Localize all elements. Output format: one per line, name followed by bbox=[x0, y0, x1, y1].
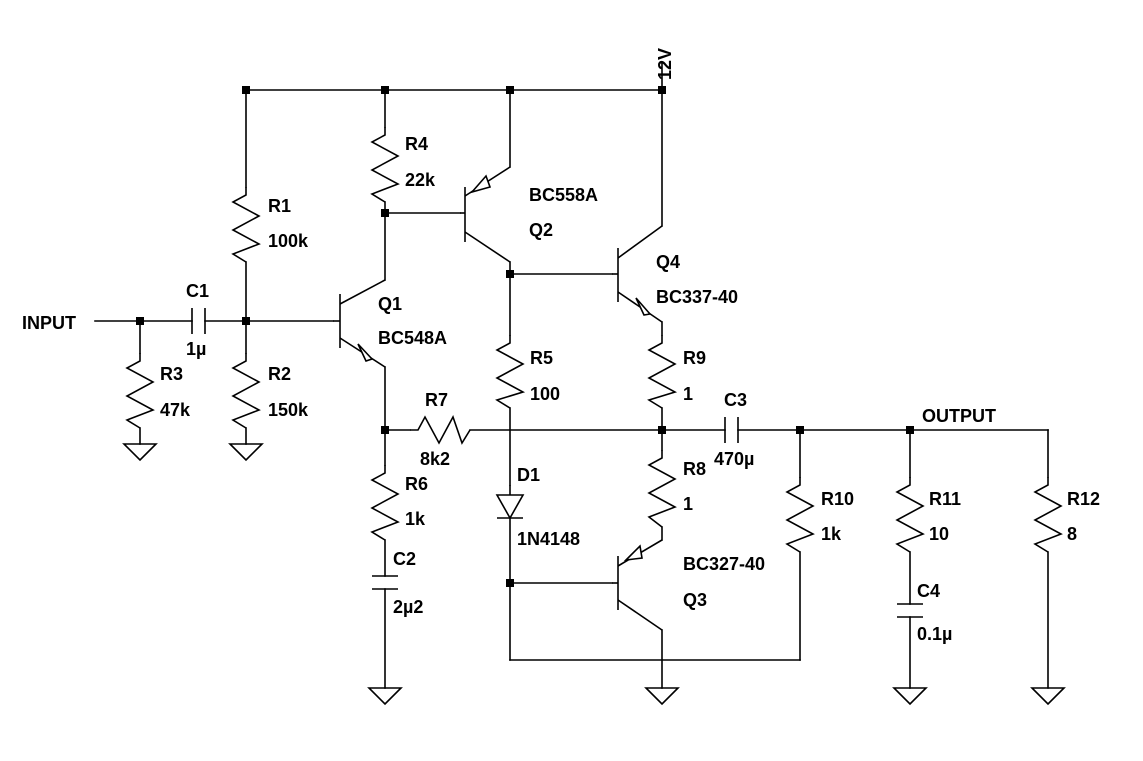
resistor-r4 bbox=[370, 127, 400, 203]
ground-symbols bbox=[122, 443, 1066, 706]
r9-ref: R9 bbox=[683, 348, 706, 368]
ground-r3 bbox=[122, 443, 158, 462]
capacitor-c3 bbox=[724, 417, 739, 443]
r4-ref: R4 bbox=[405, 134, 428, 154]
c2-ref: C2 bbox=[393, 549, 416, 569]
c3-value: 470µ bbox=[714, 449, 754, 469]
resistor-r10 bbox=[785, 477, 815, 553]
q3-value: BC327-40 bbox=[683, 554, 765, 574]
d1-ref: D1 bbox=[517, 465, 540, 485]
q2-value: BC558A bbox=[529, 185, 598, 205]
r8-ref: R8 bbox=[683, 459, 706, 479]
q4-value: BC337-40 bbox=[656, 287, 738, 307]
r9-value: 1 bbox=[683, 384, 693, 404]
r11-value: 10 bbox=[929, 524, 949, 544]
transistor-q3 bbox=[612, 539, 663, 631]
r3-value: 47k bbox=[160, 400, 191, 420]
r12-value: 8 bbox=[1067, 524, 1077, 544]
input-net-label: INPUT bbox=[22, 313, 76, 333]
r10-ref: R10 bbox=[821, 489, 854, 509]
transistor-q2 bbox=[460, 166, 511, 263]
q2-ref: Q2 bbox=[529, 220, 553, 240]
diode-d1 bbox=[495, 485, 525, 520]
resistor-r7 bbox=[410, 415, 471, 445]
resistor-r5 bbox=[495, 335, 526, 409]
r2-value: 150k bbox=[268, 400, 309, 420]
resistor-r12 bbox=[1033, 477, 1063, 553]
ground-q3 bbox=[644, 687, 680, 706]
junction-dots bbox=[136, 86, 914, 587]
r6-value: 1k bbox=[405, 509, 426, 529]
r10-value: 1k bbox=[821, 524, 842, 544]
supply-net-label: 12V bbox=[655, 48, 675, 80]
r5-value: 100 bbox=[530, 384, 560, 404]
c1-ref: C1 bbox=[186, 281, 209, 301]
ground-c2 bbox=[367, 687, 403, 706]
ground-r12 bbox=[1030, 687, 1066, 706]
resistor-r1 bbox=[231, 187, 261, 263]
capacitor-c2 bbox=[372, 575, 398, 590]
r1-ref: R1 bbox=[268, 196, 291, 216]
transistor-q1 bbox=[333, 279, 386, 368]
wires bbox=[94, 61, 1049, 689]
c1-value: 1µ bbox=[186, 339, 206, 359]
q1-value: BC548A bbox=[378, 328, 447, 348]
r11-ref: R11 bbox=[929, 489, 961, 509]
resistor-r6 bbox=[370, 465, 400, 541]
q1-ref: Q1 bbox=[378, 294, 402, 314]
labels: INPUT OUTPUT 12V R1 100k R2 150k R3 47k … bbox=[22, 48, 1100, 644]
ground-r2 bbox=[228, 443, 264, 462]
r3-ref: R3 bbox=[160, 364, 183, 384]
r2-ref: R2 bbox=[268, 364, 291, 384]
c3-ref: C3 bbox=[724, 390, 747, 410]
resistor-r2 bbox=[231, 353, 261, 429]
transistor-q4 bbox=[612, 225, 663, 323]
r4-value: 22k bbox=[405, 170, 436, 190]
d1-value: 1N4148 bbox=[517, 529, 580, 549]
r1-value: 100k bbox=[268, 231, 309, 251]
r12-ref: R12 bbox=[1067, 489, 1100, 509]
r8-value: 1 bbox=[683, 494, 693, 514]
r6-ref: R6 bbox=[405, 474, 428, 494]
c4-ref: C4 bbox=[917, 581, 940, 601]
q3-ref: Q3 bbox=[683, 590, 707, 610]
r7-value: 8k2 bbox=[420, 449, 450, 469]
q4-ref: Q4 bbox=[656, 252, 680, 272]
output-net-label: OUTPUT bbox=[922, 406, 996, 426]
r7-ref: R7 bbox=[425, 390, 448, 410]
capacitor-c4 bbox=[897, 603, 923, 618]
resistor-r8 bbox=[647, 450, 677, 528]
capacitor-c1 bbox=[191, 308, 206, 334]
c2-value: 2µ2 bbox=[393, 597, 423, 617]
resistor-r11 bbox=[895, 477, 925, 553]
resistor-r9 bbox=[647, 335, 678, 409]
c4-value: 0.1µ bbox=[917, 624, 952, 644]
ground-c4 bbox=[892, 687, 928, 706]
resistor-r3 bbox=[125, 353, 155, 429]
r5-ref: R5 bbox=[530, 348, 553, 368]
